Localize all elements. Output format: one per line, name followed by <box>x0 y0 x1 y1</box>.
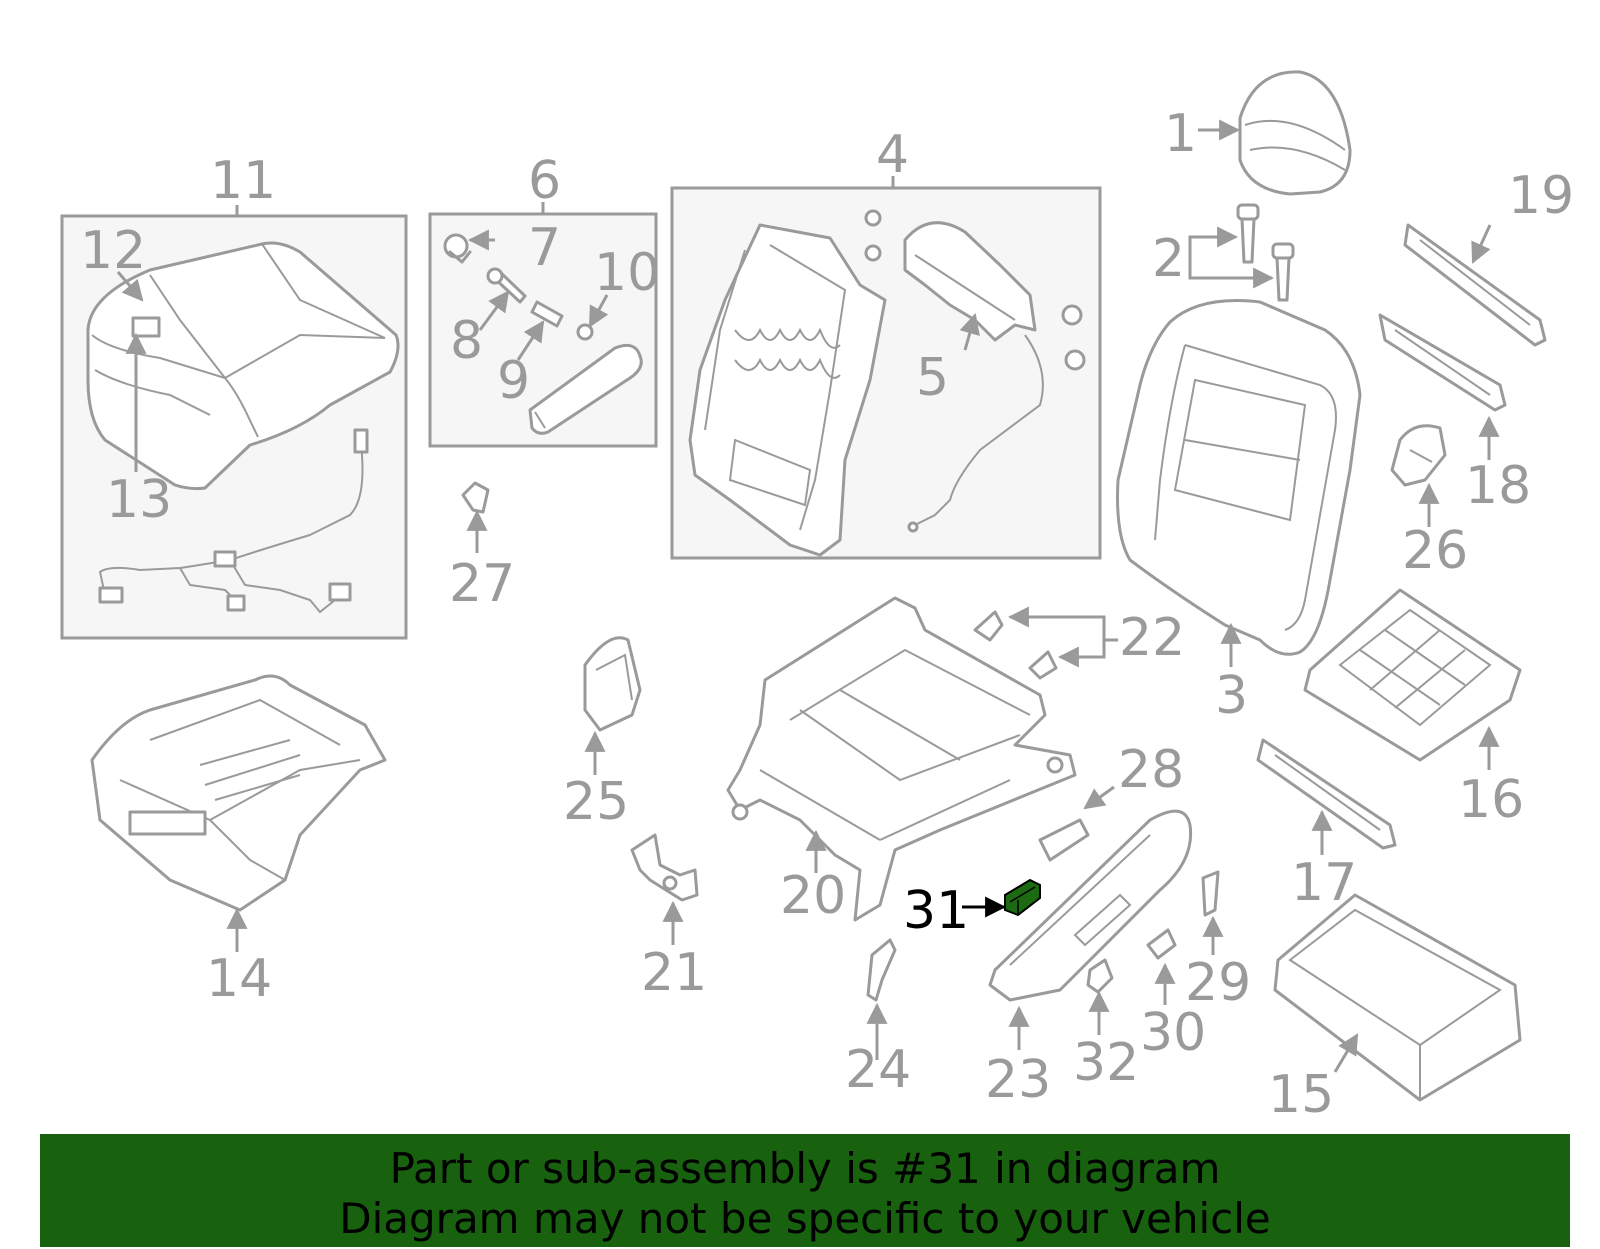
callout-25: 25 <box>563 772 629 832</box>
callout-9: 9 <box>497 351 530 411</box>
callout-10: 10 <box>594 243 660 303</box>
leader-lines <box>116 119 1500 1073</box>
callout-31[interactable]: 31 <box>903 881 969 941</box>
callout-28: 28 <box>1118 740 1184 800</box>
callout-20: 20 <box>780 866 846 926</box>
callout-15: 15 <box>1268 1065 1334 1125</box>
trim-17-part <box>1256 738 1397 850</box>
callout-7: 7 <box>528 218 561 278</box>
callout-3: 3 <box>1215 666 1248 726</box>
callout-27: 27 <box>449 554 515 614</box>
clip-28-part <box>1038 818 1090 862</box>
wire-harness-part <box>98 428 369 614</box>
seatback-frame-part <box>688 223 887 557</box>
trim-29-part <box>1201 870 1220 917</box>
callout-29: 29 <box>1185 953 1251 1013</box>
callout-32: 32 <box>1073 1033 1139 1093</box>
callout-12: 12 <box>80 221 146 281</box>
callout-16: 16 <box>1458 770 1524 830</box>
callout-14: 14 <box>206 949 272 1009</box>
callout-26: 26 <box>1402 521 1468 581</box>
callout-23: 23 <box>985 1050 1051 1110</box>
seatback-cover-part <box>1116 299 1362 656</box>
callout-21: 21 <box>641 943 707 1003</box>
clip-32-part <box>1086 958 1114 994</box>
clip-27-part <box>461 481 490 514</box>
bracket-24-part <box>866 938 897 1002</box>
callout-labels: 1 2 3 4 5 6 7 8 9 10 11 12 13 14 15 16 1… <box>80 104 1574 1125</box>
callout-17: 17 <box>1291 853 1357 913</box>
callout-13: 13 <box>106 470 172 530</box>
info-banner: Part or sub-assembly is #31 in diagram D… <box>40 1134 1570 1247</box>
callout-30: 30 <box>1140 1003 1206 1063</box>
headrest-part <box>1238 70 1352 196</box>
bracket-26-part <box>1390 424 1447 487</box>
callout-1: 1 <box>1164 104 1197 164</box>
callout-22: 22 <box>1119 608 1185 668</box>
seat-cushion-cover-part <box>86 241 400 491</box>
clip-30-part <box>1146 928 1177 960</box>
callout-11: 11 <box>210 151 276 211</box>
cushion-pad-part <box>1273 893 1522 1102</box>
clip-22-part <box>973 610 1058 680</box>
highlighted-part-31[interactable] <box>1004 878 1041 917</box>
bracket-21-part <box>630 833 699 902</box>
callout-6: 6 <box>528 151 561 211</box>
trim-19-part <box>1403 223 1547 347</box>
callout-5: 5 <box>916 348 949 408</box>
trim-18-part <box>1378 313 1507 412</box>
banner-line-1: Part or sub-assembly is #31 in diagram <box>389 1144 1221 1193</box>
group-6-parts <box>443 233 643 435</box>
cover-25-part <box>583 636 642 732</box>
headrest-guide-part <box>1236 203 1295 302</box>
seat-track-frame-part <box>726 596 1077 922</box>
seat-heater-mat-part <box>1303 588 1522 762</box>
lumbar-support-part <box>864 209 1086 533</box>
cushion-frame-part <box>90 674 387 912</box>
callout-2: 2 <box>1152 229 1185 289</box>
callout-18: 18 <box>1465 456 1531 516</box>
callout-8: 8 <box>450 311 483 371</box>
callout-4: 4 <box>876 125 909 185</box>
side-shield-part <box>988 809 1193 1002</box>
callout-19: 19 <box>1508 166 1574 226</box>
callout-24: 24 <box>845 1040 911 1100</box>
banner-line-2: Diagram may not be specific to your vehi… <box>339 1194 1271 1243</box>
